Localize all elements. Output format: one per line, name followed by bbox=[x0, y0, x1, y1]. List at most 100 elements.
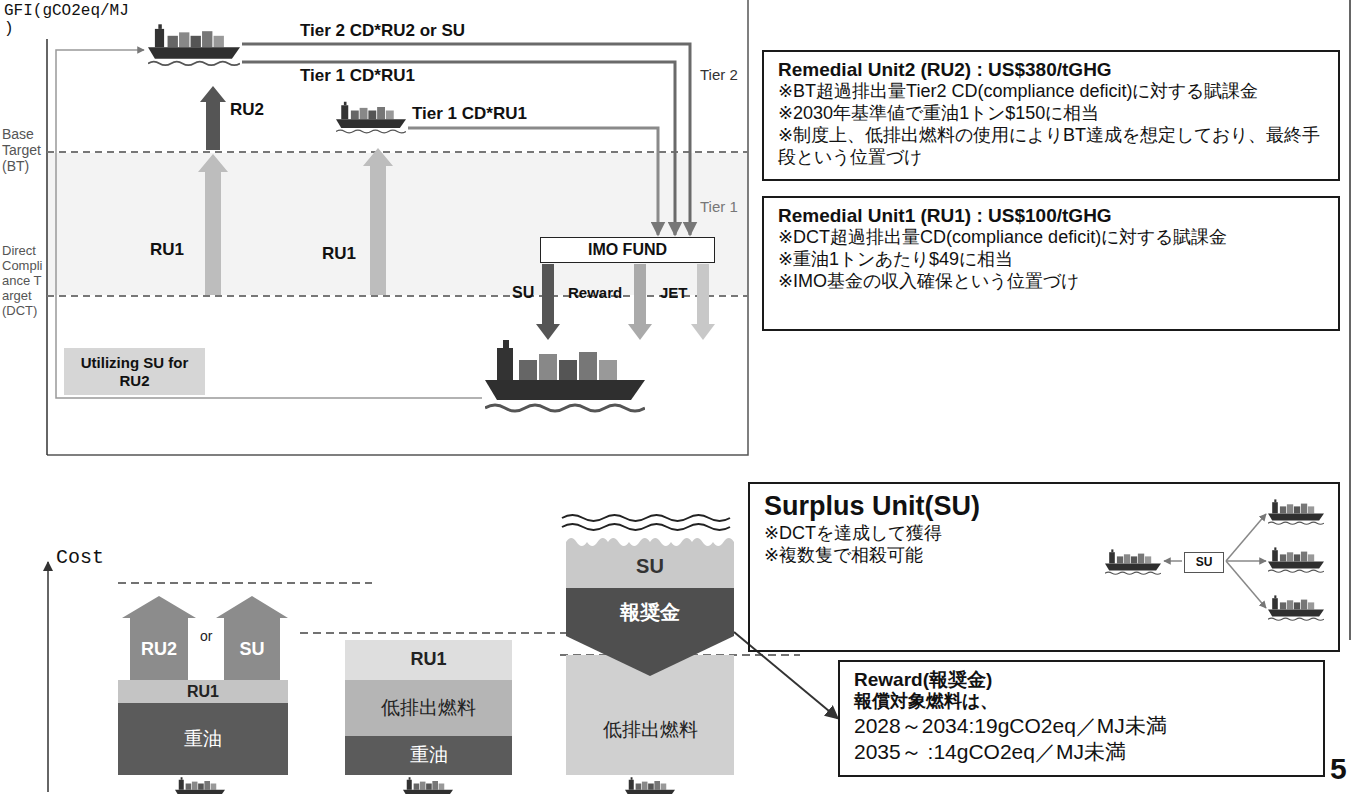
node-title: RU1 bbox=[410, 650, 446, 670]
flow-label: Tier 1 CD*RU1 bbox=[300, 66, 415, 86]
node-title: Remedial Unit1 (RU1) : US$100/tGHG bbox=[778, 204, 1324, 227]
node-text: 報償対象燃料は、 bbox=[854, 691, 1309, 713]
cost-arrow: RU2 bbox=[122, 596, 196, 680]
cost-level bbox=[118, 582, 372, 584]
arrow-label: Reward bbox=[568, 284, 622, 301]
reward-arrow: 報奨金 bbox=[566, 588, 734, 676]
ship-icon bbox=[1268, 595, 1324, 620]
level-name: Direct Compliance Target (DCT) bbox=[2, 244, 46, 319]
payment-line bbox=[408, 128, 658, 235]
reward-arrow bbox=[628, 264, 652, 340]
offset-line bbox=[1226, 514, 1266, 561]
ship-icon bbox=[148, 24, 240, 65]
axis-title: Cost bbox=[56, 546, 104, 569]
tier-name: Tier 1 bbox=[700, 198, 738, 215]
cost-arrow-outline bbox=[122, 596, 196, 680]
node-title: SU bbox=[239, 640, 264, 660]
su-token: SU bbox=[1184, 552, 1224, 573]
node-title: SU bbox=[1196, 555, 1213, 570]
info-box: Reward(報奨金)報償対象燃料は、2028～2034:19gCO2eq／MJ… bbox=[838, 660, 1325, 777]
arrow-label: RU2 bbox=[230, 100, 264, 120]
node-title: 重油 bbox=[410, 745, 448, 766]
ship-icon bbox=[1268, 547, 1324, 572]
offset-line bbox=[1226, 561, 1266, 608]
arrow-label: RU1 bbox=[150, 240, 184, 260]
ru1-arrow bbox=[363, 148, 393, 295]
fund-box: IMO FUND bbox=[540, 237, 715, 263]
cost-bar: SU bbox=[566, 532, 734, 588]
cost-bar: RU1 bbox=[118, 680, 288, 703]
ship-icon bbox=[403, 777, 453, 794]
cost-arrow-shape bbox=[216, 596, 288, 680]
info-box: Surplus Unit(SU)※DCTを達成して獲得※複数隻で相殺可能SU bbox=[748, 482, 1340, 652]
arrow-label: SU bbox=[512, 284, 534, 302]
level-name: Base Target (BT) bbox=[2, 126, 46, 174]
jet-arrow bbox=[691, 264, 715, 340]
arrow-label: JET bbox=[660, 284, 688, 301]
node-text: ※DCT超過排出量CD(compliance deficit)に対する賦課金 bbox=[778, 227, 1324, 249]
ship-icon bbox=[625, 777, 675, 794]
node-title: 低排出燃料 bbox=[603, 720, 698, 741]
flow-label: Tier 1 CD*RU1 bbox=[412, 104, 527, 124]
ru2-arrow bbox=[200, 86, 226, 150]
cost-axis bbox=[47, 562, 49, 792]
node-title: Remedial Unit2 (RU2) : US$380/tGHG bbox=[778, 58, 1324, 81]
node-text: ※DCTを達成して獲得 bbox=[764, 523, 1324, 545]
node-text: ※制度上、低排出燃料の使用によりBT達成を想定しており、最終手段という位置づけ bbox=[778, 125, 1324, 169]
node-title: Surplus Unit(SU) bbox=[764, 490, 1324, 523]
arrow-label: RU1 bbox=[322, 244, 356, 264]
cost-bar-shape bbox=[566, 538, 734, 588]
slide-border bbox=[1349, 0, 1351, 640]
node-title: Utilizing SU for RU2 bbox=[72, 354, 197, 389]
su-arrow bbox=[536, 264, 560, 340]
ship-icon bbox=[485, 340, 645, 411]
cost-arrow-shape bbox=[122, 596, 196, 680]
info-box: Remedial Unit1 (RU1) : US$100/tGHG※DCT超過… bbox=[762, 196, 1340, 331]
su-return-line bbox=[56, 50, 482, 398]
cost-arrow-outline bbox=[216, 596, 288, 680]
wave-line bbox=[562, 524, 730, 530]
chart-frame bbox=[47, 0, 748, 455]
ship-icon bbox=[1268, 499, 1324, 524]
cost-bar: 重油 bbox=[345, 736, 512, 775]
page-number: 5 bbox=[1330, 752, 1347, 787]
or-word: or bbox=[200, 628, 212, 644]
ship-icon bbox=[1105, 549, 1161, 574]
node-text: ※重油1トンあたり$49に相当 bbox=[778, 249, 1324, 271]
wave-line bbox=[562, 515, 730, 521]
node-title: SU bbox=[636, 555, 664, 577]
y-axis bbox=[46, 12, 48, 455]
ship-icon bbox=[336, 102, 406, 133]
node-text: ※BT超過排出量Tier2 CD(compliance deficit)に対する… bbox=[778, 81, 1324, 103]
node-text: ※2030年基準値で重油1トン$150に相当 bbox=[778, 103, 1324, 125]
note-box: Utilizing SU for RU2 bbox=[64, 348, 205, 395]
tier-name: Tier 2 bbox=[700, 66, 738, 83]
offset-line bbox=[1164, 560, 1182, 562]
node-text: 2035～ :14gCO2eq／MJ未満 bbox=[854, 739, 1309, 765]
axis-title: GFI(gCO2eq/MJ ) bbox=[4, 2, 139, 39]
node-text: 2028～2034:19gCO2eq／MJ未満 bbox=[854, 713, 1309, 739]
cost-arrow: SU bbox=[216, 596, 288, 680]
node-title: 報奨金 bbox=[620, 601, 680, 623]
flow-label: Tier 2 CD*RU2 or SU bbox=[300, 21, 465, 41]
node-title: 重油 bbox=[184, 729, 222, 750]
target-line bbox=[47, 151, 748, 153]
cost-bar: RU1 bbox=[345, 640, 512, 680]
node-title: RU1 bbox=[187, 683, 219, 701]
node-text: ※複数隻で相殺可能 bbox=[764, 545, 1324, 567]
cost-level bbox=[300, 632, 582, 634]
info-box: Remedial Unit2 (RU2) : US$380/tGHG※BT超過排… bbox=[762, 50, 1340, 181]
payment-line bbox=[242, 44, 690, 235]
ru1-arrow bbox=[198, 154, 228, 295]
cost-bar: 低排出燃料 bbox=[345, 680, 512, 736]
node-title: Reward(報奨金) bbox=[854, 668, 1309, 691]
payment-line bbox=[242, 62, 675, 235]
node-text: ※IMO基金の収入確保という位置づけ bbox=[778, 271, 1324, 293]
ship-icon bbox=[175, 777, 225, 794]
node-title: 低排出燃料 bbox=[381, 698, 476, 719]
cost-bar: 重油 bbox=[118, 703, 288, 775]
node-title: IMO FUND bbox=[588, 241, 667, 259]
node-title: RU2 bbox=[141, 640, 177, 660]
offset-line bbox=[1226, 560, 1266, 562]
